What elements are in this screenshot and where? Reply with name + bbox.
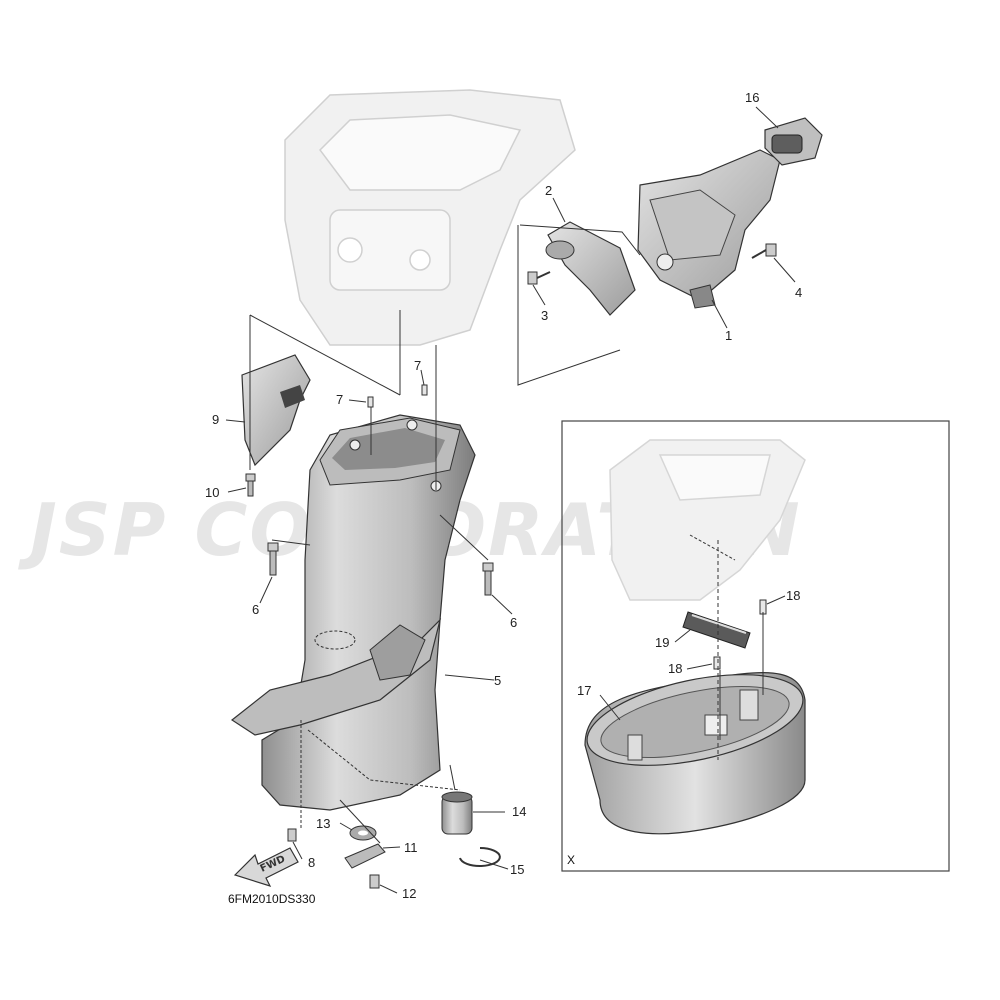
detail-box [561,420,950,872]
callout-11: 11 [404,840,418,855]
callout-12: 12 [402,886,416,901]
part-15-circlip [459,847,501,867]
callout-3: 3 [541,308,548,323]
part-10-bolt [245,473,256,497]
fwd-arrow: FWD [233,847,299,887]
callout-10: 10 [205,485,219,500]
callout-16: 16 [745,90,759,105]
part-8-screw [287,828,297,842]
part-17-lower-pan [584,672,806,835]
callout-6-left: 6 [252,602,259,617]
callout-2: 2 [545,183,552,198]
upper-casing-ghost [284,89,576,346]
casing-detail-ghost [609,439,806,601]
part-13-washer [349,825,377,841]
callout-9: 9 [212,412,219,427]
callout-1: 1 [725,328,732,343]
part-1-bracket [637,149,781,309]
diagram-code: 6FM2010DS330 [228,892,316,906]
leader-lines [225,106,796,894]
part-9-cover [241,354,311,467]
part-3-bolt [527,271,551,285]
callout-6-right: 6 [510,615,517,630]
detail-box-label: X [567,853,575,867]
callout-8: 8 [308,855,315,870]
callout-4: 4 [795,285,802,300]
part-7-pins [367,384,428,408]
part-19-strip [682,611,751,649]
callout-13: 13 [316,816,330,831]
callout-18-left: 18 [668,661,682,676]
part-12-screw [369,874,380,889]
part-11-plate [344,843,386,869]
part-2-plate [545,221,636,316]
callout-7-top: 7 [414,358,421,373]
callout-5: 5 [494,673,501,688]
part-16-grommet [764,117,823,166]
callout-15: 15 [510,862,524,877]
part-6-bolt-left [267,542,279,576]
callout-19: 19 [655,635,669,650]
callout-18-right: 18 [786,588,800,603]
callout-labels: 16 2 3 4 1 7 7 9 10 6 6 5 14 13 11 15 12… [205,90,802,901]
part-6-bolt-right [482,562,494,596]
callout-17: 17 [577,683,591,698]
part-14-bushing [441,791,473,835]
callout-7-left: 7 [336,392,343,407]
part-4-bolt [751,243,777,259]
part-5-upper-casing [230,414,476,811]
callout-14: 14 [512,804,526,819]
